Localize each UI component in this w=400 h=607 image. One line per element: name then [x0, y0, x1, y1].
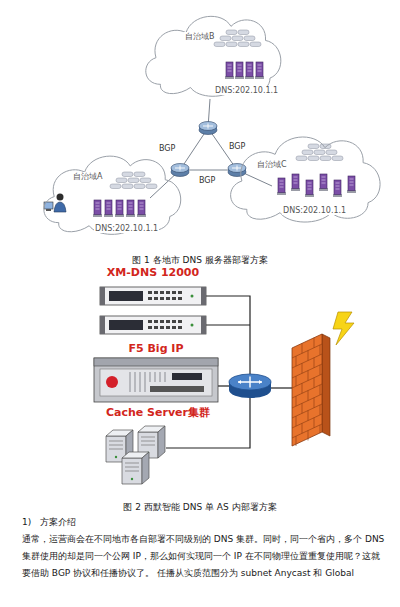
user-icon	[57, 194, 64, 201]
router-icon	[171, 122, 246, 177]
storage-icon	[110, 172, 157, 189]
load-balancer	[94, 358, 218, 402]
network-switch	[238, 377, 262, 388]
dns-server-icon	[225, 62, 234, 79]
firewall	[292, 344, 322, 438]
firewall	[322, 334, 330, 436]
dns-server-icon	[305, 180, 314, 197]
storage-icon	[110, 30, 343, 189]
dns-server-icon	[347, 176, 356, 193]
cloud-label: DNS:202.10.1.1	[282, 206, 347, 215]
dns-server-icon	[319, 174, 328, 191]
router-icon	[171, 164, 189, 177]
firewall	[296, 338, 320, 446]
lightning-icon	[333, 312, 354, 345]
load-balancer	[94, 358, 218, 402]
dns-server-icon	[104, 200, 113, 217]
cloud-outline	[146, 16, 281, 96]
user-icon	[54, 202, 66, 212]
autonomous-domain-cloud: 自治域A DNS:202.10.1.1	[36, 146, 188, 238]
wire	[206, 324, 250, 325]
body-text: 通常，运营商会在不同地市各自部署不同级别的 DNS 集群。同时，同一个省内，多个…	[22, 534, 384, 545]
section-heading: 1) 方案介绍	[22, 517, 76, 528]
bgp-label: BGP	[198, 176, 216, 186]
network-device: F5 Big IP	[92, 342, 220, 404]
cache-server	[122, 452, 149, 484]
cloud-label: 自治域C	[256, 160, 288, 169]
dns-appliance	[100, 287, 206, 305]
autonomous-domain-cloud: 自治域B DNS:202.10.1.1	[138, 6, 288, 100]
load-balancer	[150, 386, 204, 392]
dns-server-icon	[93, 200, 102, 217]
user-icon	[44, 194, 66, 213]
network-switch	[229, 374, 271, 398]
dns-server-icon	[277, 178, 286, 195]
cloud-outline	[44, 156, 181, 234]
cloud-label: DNS:202.10.1.1	[214, 86, 279, 95]
cache-server	[106, 426, 165, 484]
dns-server-icon	[333, 180, 342, 197]
cloud-label: 自治域B	[184, 32, 216, 41]
dns-server-icon	[126, 200, 135, 217]
network-device: XM-DNS 12000	[96, 266, 210, 336]
dns-server-icon	[245, 62, 254, 79]
wire	[166, 398, 250, 448]
bgp-label: BGP	[228, 142, 246, 152]
body-text: 集群使用的却是同一个公网 IP，那么如何实现同一个 IP 在不同物理位置重复使用…	[22, 551, 380, 562]
uplink-line	[150, 99, 272, 198]
bgp-label: BGP	[158, 144, 176, 154]
figure-caption: 图 1 各地市 DNS 服务器部署方案	[0, 255, 400, 266]
dns-server-icon	[291, 174, 300, 191]
device-label: F5 Big IP	[128, 343, 183, 356]
network-switch	[229, 374, 271, 390]
cloud-label: 自治域A	[72, 172, 103, 181]
dns-server-icon	[137, 200, 146, 217]
load-balancer	[100, 369, 212, 396]
wire	[271, 387, 292, 388]
storage-icon	[214, 30, 261, 47]
dns-server-icon	[115, 200, 124, 217]
firewall	[292, 334, 322, 446]
figure-caption: 图 2 西默智能 DNS 单 AS 内部署方案	[0, 502, 400, 513]
lightning-icon	[333, 312, 354, 345]
autonomous-domain-cloud: 自治域C DNS:202.10.1.1	[222, 126, 388, 226]
dns-appliance	[100, 287, 206, 334]
dns-server-icon	[235, 62, 244, 79]
router-icon	[199, 122, 217, 135]
user-icon	[46, 209, 51, 211]
device-label: XM-DNS 12000	[107, 267, 199, 280]
dns-server-icon	[255, 62, 264, 79]
router-icon	[228, 164, 246, 177]
cloud-label: DNS:202.10.1.1	[94, 224, 159, 233]
storage-icon	[296, 144, 343, 161]
body-text: 要借助 BGP 协议和任播协议了。 任播从实质范围分为 subnet Anyca…	[22, 568, 354, 579]
firewall	[292, 334, 330, 446]
load-balancer	[106, 376, 118, 388]
wire	[218, 385, 229, 386]
dns-appliance	[100, 316, 206, 334]
network-device: Cache Server集群	[96, 406, 220, 490]
network-switch	[238, 380, 262, 384]
device-label: Cache Server集群	[106, 407, 210, 420]
load-balancer	[172, 373, 202, 380]
cloud-outline	[231, 137, 380, 222]
load-balancer	[94, 358, 218, 366]
